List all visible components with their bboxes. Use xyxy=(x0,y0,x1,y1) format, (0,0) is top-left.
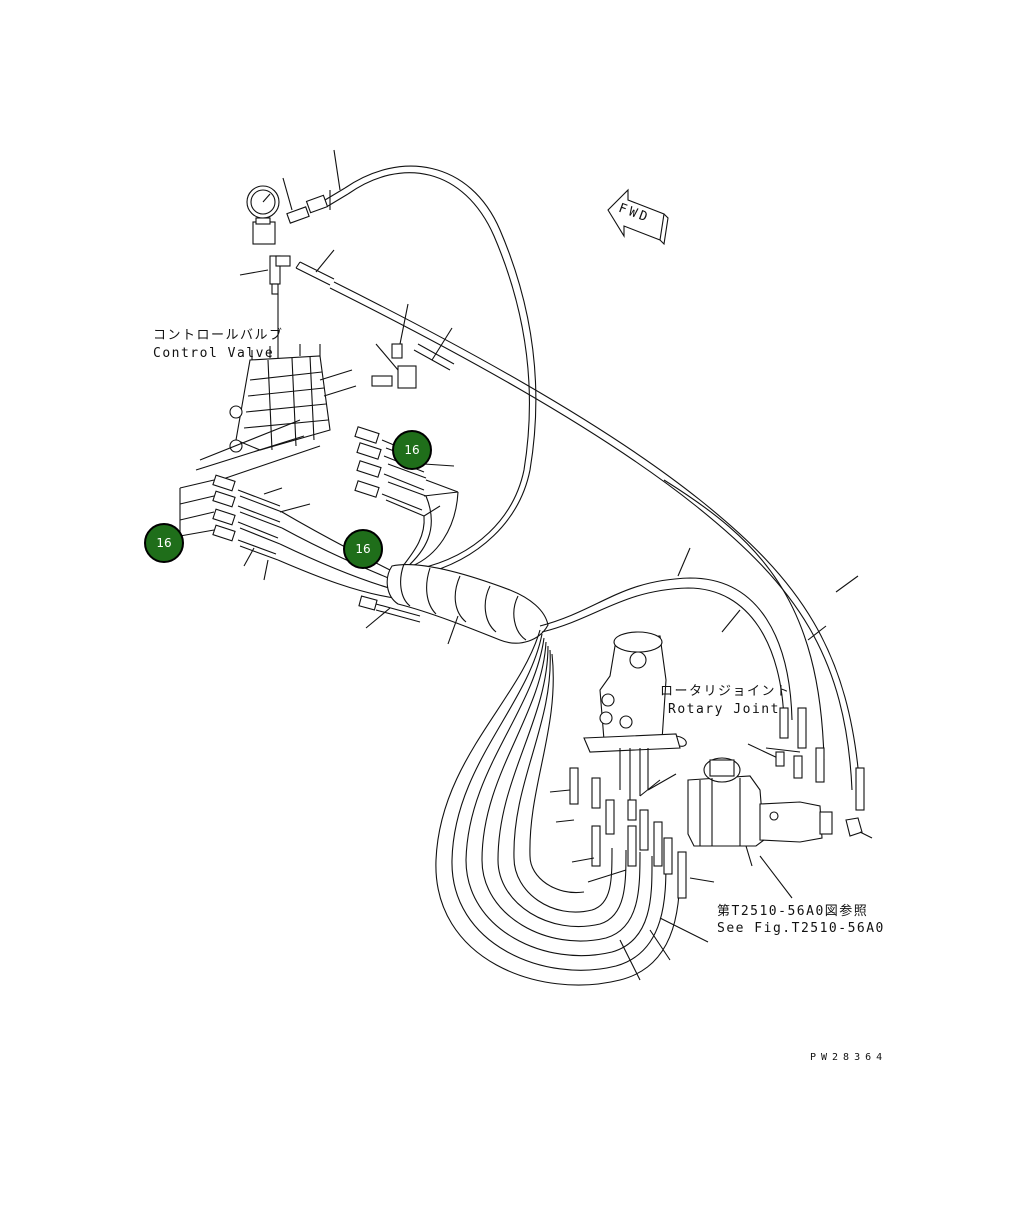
pressure-gauge xyxy=(246,149,349,245)
rotary-joint-label-jp: ロータリジョイント xyxy=(660,684,791,699)
control-valve-label-jp: コントロールバルブ xyxy=(153,328,284,343)
control-valve-label-en: Control Valve xyxy=(153,346,275,361)
fwd-arrow-icon xyxy=(607,188,669,246)
valve-port-fittings-left xyxy=(179,474,311,581)
part-callout-16-c[interactable]: 16 xyxy=(343,529,383,569)
rotary-joint-fittings xyxy=(549,767,715,899)
hose-bundle-wrap xyxy=(386,563,549,645)
part-callout-16-b[interactable]: 16 xyxy=(144,523,184,563)
rotary-joint-body xyxy=(583,631,687,800)
tee-fitting xyxy=(239,249,335,360)
see-fig-label-jp: 第T2510-56A0図参照 xyxy=(717,904,869,919)
hose-loop xyxy=(435,479,859,986)
part-callout-16-a[interactable]: 16 xyxy=(392,430,432,470)
control-valve-body xyxy=(229,344,357,453)
swing-motor xyxy=(687,743,833,899)
rotary-joint-label-en: Rotary Joint xyxy=(668,702,780,717)
elbow-fittings xyxy=(371,303,455,389)
drawing-id: PW28364 xyxy=(810,1052,888,1063)
see-fig-label-en: See Fig.T2510-56A0 xyxy=(717,921,885,936)
motor-fittings xyxy=(775,707,873,839)
loose-fitting xyxy=(358,595,421,629)
